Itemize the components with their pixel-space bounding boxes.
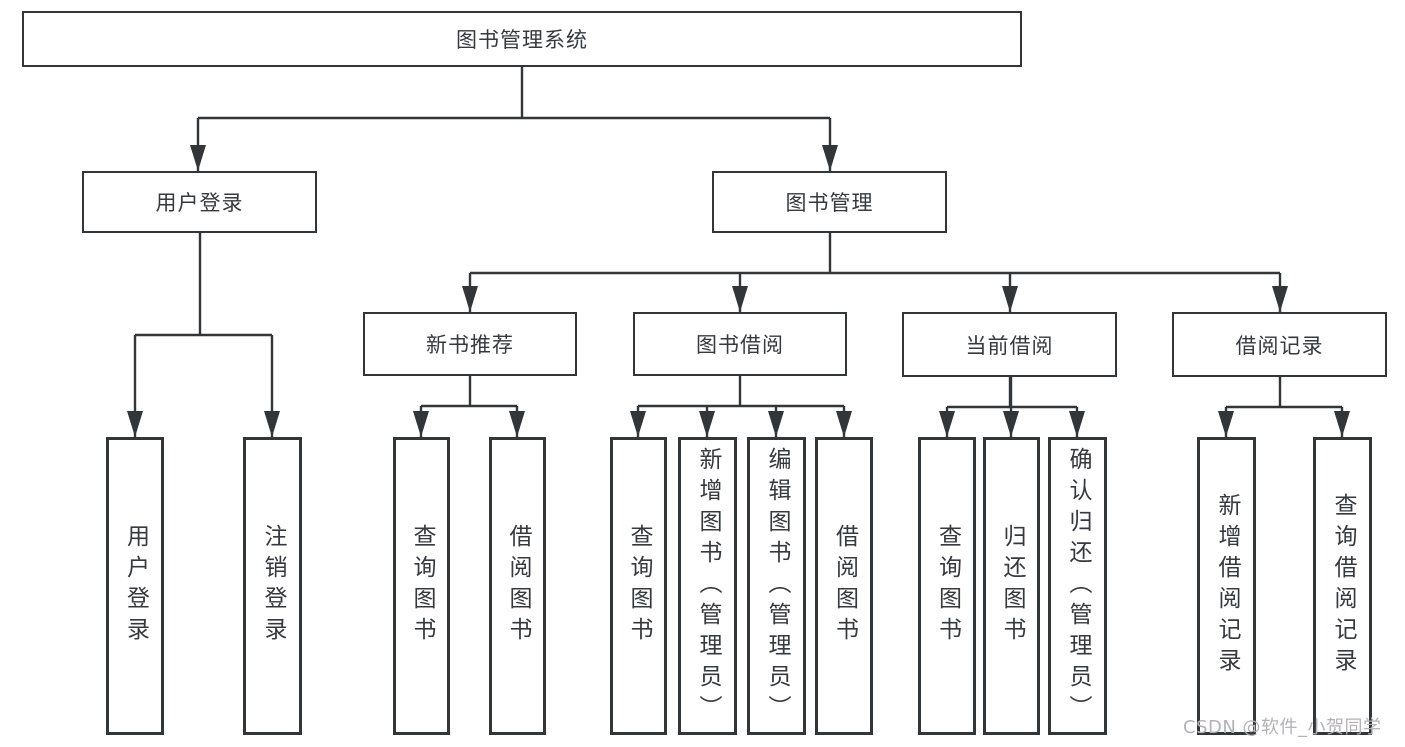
leaf-br-add-record-label: 新增借阅记录 [1214, 493, 1240, 679]
node-book-management-label: 图书管理 [785, 191, 874, 215]
leaf-cb-confirm-return-admin: 确认归还（管理员） [1048, 437, 1107, 735]
node-root: 图书管理系统 [22, 11, 1022, 67]
leaf-nb-query-books-label: 查询图书 [409, 524, 435, 648]
leaf-cb-confirm-return-admin-label: 确认归还（管理员） [1065, 446, 1091, 726]
node-user-login: 用户登录 [82, 171, 317, 233]
node-current-borrowing-label: 当前借阅 [965, 333, 1054, 358]
leaf-nb-query-books: 查询图书 [393, 437, 450, 735]
leaf-user-login-label: 用户登录 [122, 524, 149, 648]
leaf-bb-add-books-admin: 新增图书（管理员） [678, 437, 737, 735]
leaf-br-add-record: 新增借阅记录 [1197, 437, 1256, 735]
node-current-borrowing: 当前借阅 [902, 312, 1117, 377]
node-new-book-recommend-label: 新书推荐 [426, 333, 514, 357]
leaf-br-query-record-label: 查询借阅记录 [1330, 493, 1356, 679]
leaf-user-login: 用户登录 [106, 437, 164, 735]
node-root-label: 图书管理系统 [456, 28, 588, 52]
leaf-cb-query-books: 查询图书 [918, 437, 976, 735]
leaf-logout: 注销登录 [243, 437, 302, 735]
node-user-login-label: 用户登录 [155, 191, 244, 215]
leaf-br-query-record: 查询借阅记录 [1313, 437, 1372, 735]
node-book-borrowing: 图书借阅 [633, 312, 847, 376]
leaf-bb-query-books: 查询图书 [610, 437, 667, 735]
node-borrowing-records: 借阅记录 [1172, 312, 1387, 377]
node-book-borrowing-label: 图书借阅 [696, 333, 784, 357]
leaf-bb-edit-books-admin-label: 编辑图书（管理员） [764, 446, 790, 726]
leaf-cb-return-books-label: 归还图书 [999, 524, 1025, 648]
leaf-nb-borrow-books: 借阅图书 [489, 437, 546, 735]
leaf-cb-query-books-label: 查询图书 [934, 524, 961, 648]
node-new-book-recommend: 新书推荐 [363, 312, 577, 376]
leaf-cb-return-books: 归还图书 [983, 437, 1040, 735]
leaf-bb-add-books-admin-label: 新增图书（管理员） [695, 446, 721, 726]
node-borrowing-records-label: 借阅记录 [1235, 333, 1324, 358]
leaf-bb-borrow-books-label: 借阅图书 [831, 524, 858, 648]
leaf-bb-edit-books-admin: 编辑图书（管理员） [747, 437, 806, 735]
leaf-logout-label: 注销登录 [260, 524, 286, 648]
node-book-management: 图书管理 [712, 171, 947, 233]
leaf-nb-borrow-books-label: 借阅图书 [505, 524, 531, 648]
leaf-bb-query-books-label: 查询图书 [626, 524, 652, 648]
leaf-bb-borrow-books: 借阅图书 [815, 437, 873, 735]
csdn-watermark: CSDN @软件_小贺同学 [1183, 717, 1382, 738]
